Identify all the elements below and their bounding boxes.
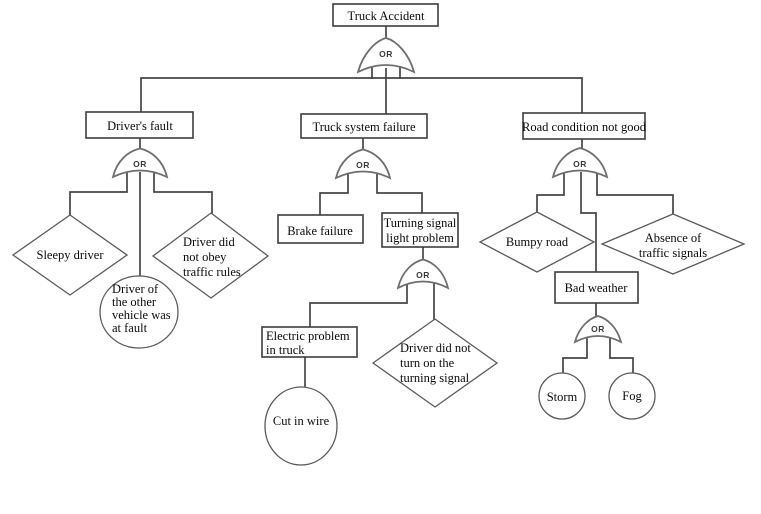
event-driver-no-turn-signal-diamond bbox=[371, 318, 499, 408]
connector-gate5-to-bumpy-road bbox=[536, 170, 565, 213]
event-storm-label: Storm bbox=[547, 390, 578, 404]
event-turning-signal-problem-line1: Turning signal bbox=[384, 216, 457, 230]
event-nodes: Truck Accident Driver's fault Truck syst… bbox=[11, 3, 746, 466]
or-gate-label: OR bbox=[416, 270, 430, 280]
event-driver-not-obey-line3: traffic rules bbox=[183, 265, 241, 279]
event-storm-circle bbox=[538, 372, 586, 420]
or-gate-bad-weather: OR bbox=[573, 315, 623, 344]
connector-gate2-to-driver-not-obey bbox=[153, 170, 213, 214]
event-electric-problem-box bbox=[261, 326, 358, 358]
event-cut-in-wire-circle bbox=[264, 386, 338, 466]
event-cut-in-wire-label: Cut in wire bbox=[273, 414, 330, 428]
connector-gate3-to-turning-signal bbox=[376, 172, 423, 214]
event-bad-weather: Bad weather bbox=[554, 271, 639, 304]
event-truck-system-failure-box bbox=[300, 113, 428, 139]
event-turning-signal-problem-line2: light problem bbox=[386, 231, 454, 245]
event-truck-system-failure: Truck system failure bbox=[300, 113, 428, 139]
or-gate-label: OR bbox=[133, 159, 147, 169]
connector-gate2-to-sleepy-driver bbox=[69, 170, 128, 215]
event-truck-accident: Truck Accident bbox=[332, 3, 439, 27]
event-electric-problem-line2: in truck bbox=[266, 343, 305, 357]
connector-gate6-to-storm bbox=[562, 336, 588, 374]
event-truck-accident-box bbox=[332, 3, 439, 27]
or-gate-shape bbox=[573, 315, 623, 344]
event-bumpy-road-diamond bbox=[478, 211, 596, 273]
event-storm: Storm bbox=[538, 372, 586, 420]
event-driver-not-obey-diamond bbox=[151, 212, 270, 299]
event-driver-not-obey: Driver did not obey traffic rules bbox=[151, 212, 270, 299]
event-absence-signals-diamond bbox=[600, 213, 746, 275]
event-sleepy-driver-diamond bbox=[11, 214, 129, 296]
or-gate-label: OR bbox=[379, 49, 393, 59]
connector-level1-bus bbox=[140, 77, 583, 113]
connectors bbox=[69, 26, 674, 388]
or-gate-shape bbox=[396, 258, 450, 290]
connector-gate6-to-fog bbox=[609, 336, 634, 374]
event-road-condition-box bbox=[522, 112, 646, 140]
event-driver-not-obey-line1: Driver did bbox=[183, 235, 235, 249]
event-sleepy-driver-label: Sleepy driver bbox=[37, 248, 105, 262]
event-drivers-fault-box bbox=[85, 111, 194, 139]
event-absence-signals: Absence of traffic signals bbox=[600, 213, 746, 275]
event-bumpy-road-label: Bumpy road bbox=[506, 235, 569, 249]
event-absence-signals-line2: traffic signals bbox=[639, 246, 707, 260]
event-absence-signals-line1: Absence of bbox=[645, 231, 702, 245]
event-truck-accident-label: Truck Accident bbox=[348, 9, 425, 23]
event-fog-circle bbox=[608, 372, 656, 420]
connector-gate4-to-electric-problem bbox=[309, 283, 408, 328]
event-driver-no-turn-signal-line3: turning signal bbox=[400, 371, 470, 385]
event-driver-no-turn-signal-line1: Driver did not bbox=[400, 341, 471, 355]
event-driver-other-vehicle-circle bbox=[99, 275, 179, 349]
or-gate-shape bbox=[356, 37, 416, 74]
event-driver-other-vehicle: Driver of the other vehicle was at fault bbox=[99, 275, 179, 349]
event-cut-in-wire: Cut in wire bbox=[264, 386, 338, 466]
event-driver-other-vehicle-line4: at fault bbox=[112, 321, 148, 335]
event-electric-problem-line1: Electric problem bbox=[266, 329, 350, 343]
event-brake-failure-box bbox=[277, 214, 364, 244]
or-gate-turning-signal: OR bbox=[396, 258, 450, 290]
or-gate-road-condition: OR bbox=[551, 147, 609, 179]
event-fog-label: Fog bbox=[622, 389, 642, 403]
event-driver-other-vehicle-line2: the other bbox=[112, 295, 157, 309]
event-truck-system-failure-label: Truck system failure bbox=[313, 120, 416, 134]
event-turning-signal-problem-box bbox=[381, 212, 459, 248]
connector-gate3-to-brake-failure bbox=[319, 172, 349, 216]
or-gate-label: OR bbox=[356, 160, 370, 170]
event-brake-failure: Brake failure bbox=[277, 214, 364, 244]
or-gate-drivers-fault: OR bbox=[111, 147, 169, 179]
event-driver-other-vehicle-line3: vehicle was bbox=[112, 308, 171, 322]
connector-gate5-to-absence-signals bbox=[596, 170, 674, 215]
event-electric-problem: Electric problem in truck bbox=[261, 326, 358, 358]
or-gate-truck-system-failure: OR bbox=[334, 148, 392, 180]
event-sleepy-driver: Sleepy driver bbox=[11, 214, 129, 296]
or-gate-shape bbox=[334, 148, 392, 180]
or-gate-top: OR bbox=[356, 37, 416, 74]
event-drivers-fault-label: Driver's fault bbox=[107, 119, 173, 133]
or-gates: OR OR OR OR OR OR bbox=[111, 37, 623, 344]
event-driver-not-obey-line2: not obey bbox=[183, 250, 227, 264]
or-gate-shape bbox=[551, 147, 609, 179]
connector-gate5-to-bad-weather bbox=[580, 172, 597, 273]
event-turning-signal-problem: Turning signal light problem bbox=[381, 212, 459, 248]
event-road-condition: Road condition not good bbox=[522, 112, 647, 140]
event-road-condition-label: Road condition not good bbox=[522, 120, 647, 134]
event-fog: Fog bbox=[608, 372, 656, 420]
event-bad-weather-box bbox=[554, 271, 639, 304]
event-driver-other-vehicle-line1: Driver of bbox=[112, 282, 159, 296]
event-driver-no-turn-signal: Driver did not turn on the turning signa… bbox=[371, 318, 499, 408]
or-gate-label: OR bbox=[591, 324, 605, 334]
or-gate-label: OR bbox=[573, 159, 587, 169]
or-gate-shape bbox=[111, 147, 169, 179]
event-driver-no-turn-signal-line2: turn on the bbox=[400, 356, 455, 370]
event-drivers-fault: Driver's fault bbox=[85, 111, 194, 139]
event-bumpy-road: Bumpy road bbox=[478, 211, 596, 273]
event-brake-failure-label: Brake failure bbox=[287, 224, 353, 238]
event-bad-weather-label: Bad weather bbox=[565, 281, 629, 295]
